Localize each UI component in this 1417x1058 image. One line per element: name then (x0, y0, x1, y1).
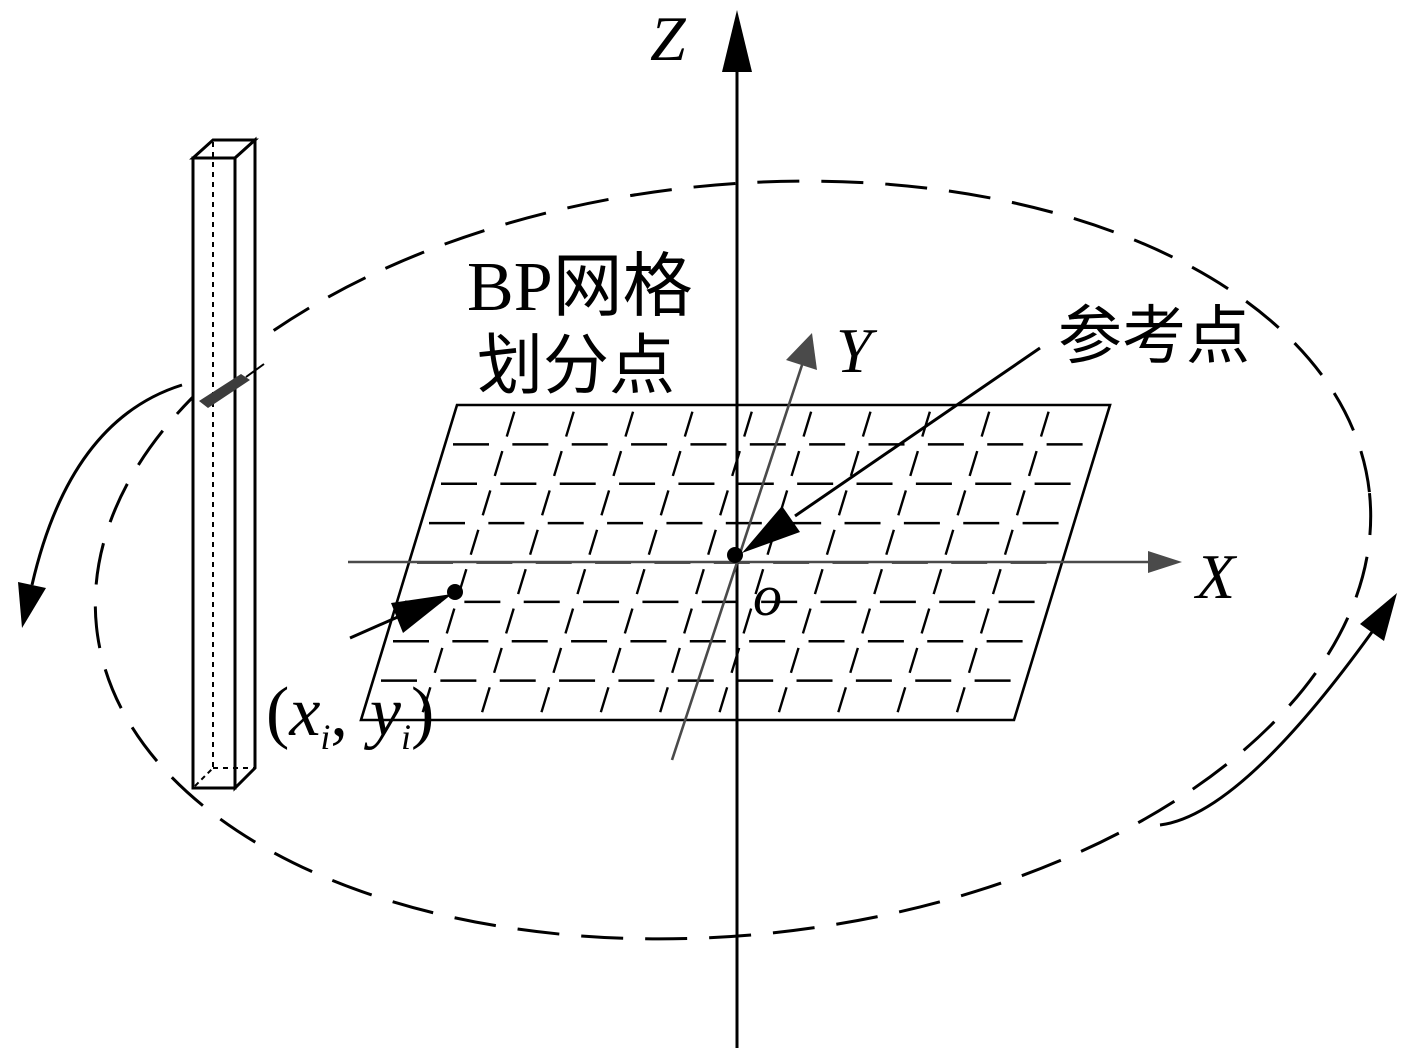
grid-point-arrow-line (349, 614, 401, 640)
origin-label: o (753, 563, 782, 628)
grid-point-marker (447, 584, 463, 600)
grid-point-label-y: y (364, 674, 402, 751)
antenna-column-side-face (233, 136, 257, 792)
bp-grid-column-line (478, 404, 577, 721)
rotation-arrow-right-curve (1159, 631, 1374, 827)
z-axis-arrowhead (722, 10, 752, 72)
rotation-arrow-left-curve (30, 383, 183, 586)
grid-point-label: (xi,yi) (266, 674, 434, 757)
grid-point-label-close-paren: ) (411, 674, 434, 751)
grid-label-line2: 划分点 (477, 330, 675, 403)
bp-grid-column-line (419, 404, 518, 721)
bp-grid-column-line (894, 404, 993, 721)
antenna-column (189, 136, 265, 792)
grid-label-line1: BP网格 (467, 249, 693, 326)
grid-point-label-comma: , (330, 674, 348, 751)
reference-point-label: 参考点 (1058, 301, 1250, 372)
origin-reference-point (727, 547, 743, 563)
antenna-sensor (199, 374, 250, 408)
scan-trajectory-ellipse (93, 179, 1373, 941)
grid-point-arrowhead (391, 594, 452, 633)
bp-grid-column-line (834, 404, 934, 721)
x-axis-arrowhead (1148, 551, 1182, 573)
rotation-arrow-right-head (1360, 593, 1397, 641)
reference-point-arrow-line (794, 346, 1041, 518)
y-axis-label: Y (836, 315, 878, 386)
antenna-column-hidden-edge (194, 767, 214, 787)
bp-grid-boundary (359, 403, 1112, 722)
grid-point-label-x: x (288, 674, 320, 751)
rotation-arrow-left-head (18, 582, 46, 628)
y-axis-arrowhead (786, 333, 817, 370)
x-axis-label: X (1193, 541, 1238, 612)
bp-grid-column-line (716, 404, 815, 721)
reference-point-arrowhead (742, 506, 800, 553)
z-axis-label: Z (650, 3, 687, 74)
grid-point-label-x-subscript: i (320, 717, 330, 757)
antenna-sensor-line (245, 363, 265, 378)
grid-point-label-open-paren: ( (266, 674, 289, 751)
bp-grid-column-line (953, 404, 1052, 721)
bp-grid-column-line (597, 404, 696, 721)
bp-grid-column-line (537, 404, 637, 721)
grid-point-label-y-subscript: i (401, 717, 411, 757)
bp-grid-column-line (775, 404, 874, 721)
